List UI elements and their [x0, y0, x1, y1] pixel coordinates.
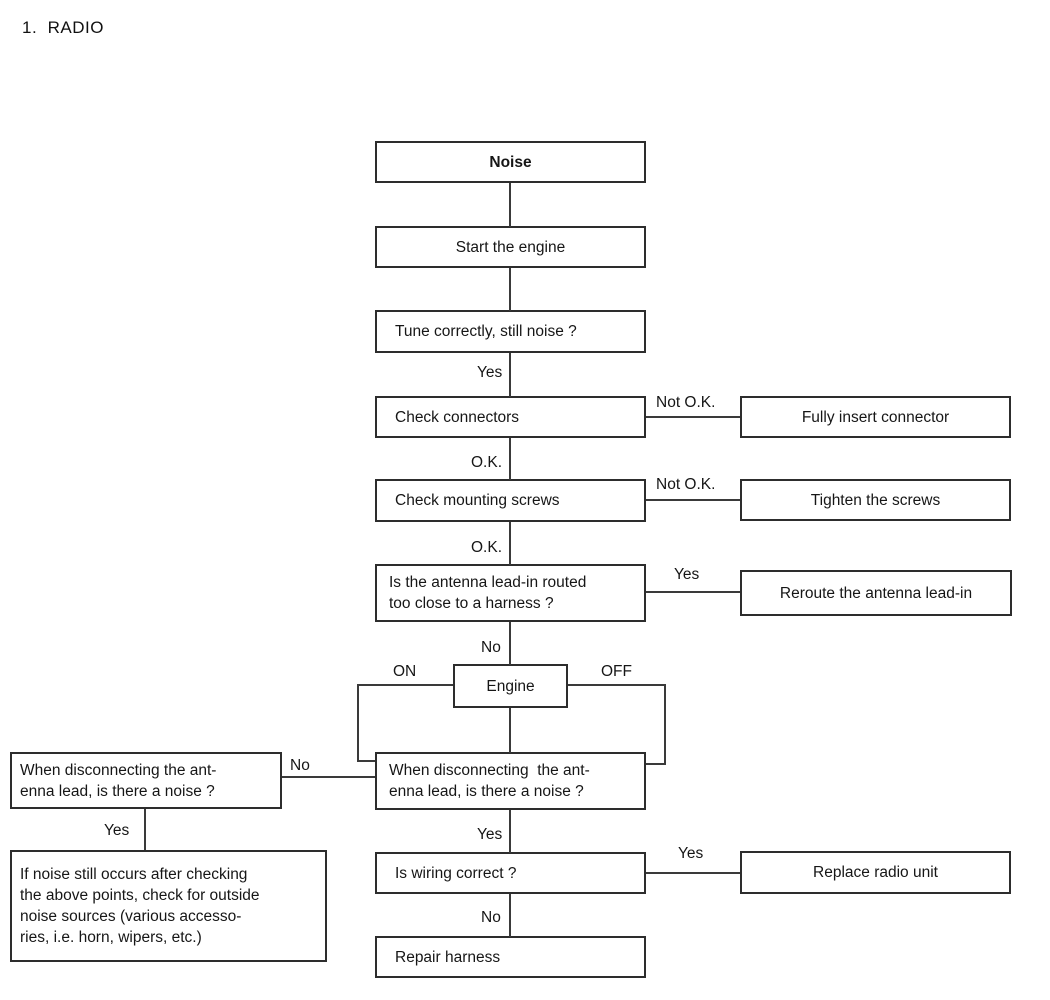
edge-mounting-tighten-line	[646, 499, 740, 501]
node-outside-noise-sources: If noise still occurs after checking the…	[10, 850, 327, 962]
edge-wiring-repair-line	[509, 894, 511, 937]
node-check-connectors: Check connectors	[375, 396, 646, 438]
edge-label-yes-disconnect-center: Yes	[477, 826, 503, 843]
edge-label-yes-wiring: Yes	[678, 845, 704, 862]
node-noise: Noise	[375, 141, 646, 183]
edge-label-engine-on: ON	[393, 663, 417, 680]
edge-disconnect-left-yes-line	[144, 809, 146, 850]
edge-engine-on-vertical-line	[357, 684, 359, 762]
node-disconnect-antenna-center: When disconnecting the ant- enna lead, i…	[375, 752, 646, 810]
edge-label-yes-tune: Yes	[477, 364, 503, 381]
edge-label-not-ok-connectors: Not O.K.	[656, 394, 716, 411]
edge-tune-connectors-line	[509, 353, 511, 397]
edge-start-tune-line	[509, 268, 511, 311]
edge-label-no-disconnect: No	[290, 757, 310, 774]
node-disconnect-antenna-left: When disconnecting the ant- enna lead, i…	[10, 752, 282, 809]
edge-disconnect-wiring-line	[509, 810, 511, 853]
edge-noise-start-line	[509, 183, 511, 227]
edge-antenna-engine-line	[509, 622, 511, 665]
edge-label-engine-off: OFF	[601, 663, 632, 680]
node-check-mounting-screws: Check mounting screws	[375, 479, 646, 522]
edge-label-yes-disconnect-left: Yes	[104, 822, 130, 839]
edge-engine-off-bottom-line	[646, 763, 666, 765]
edge-label-ok-connectors: O.K.	[471, 454, 503, 471]
edge-engine-on-top-line	[358, 684, 453, 686]
edge-label-no-antenna: No	[481, 639, 501, 656]
node-engine: Engine	[453, 664, 568, 708]
node-fully-insert-connector: Fully insert connector	[740, 396, 1011, 438]
edge-mounting-antenna-line	[509, 522, 511, 565]
node-antenna-lead-in-routed: Is the antenna lead-in routed too close …	[375, 564, 646, 622]
node-tune-correctly: Tune correctly, still noise ?	[375, 310, 646, 353]
edge-label-ok-mounting: O.K.	[471, 539, 503, 556]
edge-engine-on-bottom-line	[357, 760, 375, 762]
edge-label-yes-antenna: Yes	[674, 566, 700, 583]
edge-wiring-replace-line	[646, 872, 740, 874]
node-replace-radio-unit: Replace radio unit	[740, 851, 1011, 894]
edge-label-not-ok-mounting: Not O.K.	[656, 476, 716, 493]
edge-antenna-reroute-line	[646, 591, 740, 593]
node-is-wiring-correct: Is wiring correct ?	[375, 852, 646, 894]
node-reroute-antenna-lead-in: Reroute the antenna lead-in	[740, 570, 1012, 616]
node-tighten-screws: Tighten the screws	[740, 479, 1011, 521]
edge-engine-disconnect-line	[509, 708, 511, 753]
edge-connectors-insert-line	[646, 416, 740, 418]
edge-engine-off-top-line	[568, 684, 666, 686]
edge-disconnect-no-left-line	[282, 776, 375, 778]
edge-label-no-wiring: No	[481, 909, 501, 926]
node-repair-harness: Repair harness	[375, 936, 646, 978]
edge-connectors-mounting-line	[509, 438, 511, 480]
node-start-engine: Start the engine	[375, 226, 646, 268]
page-title: 1. RADIO	[22, 18, 104, 37]
edge-engine-off-vertical-line	[664, 684, 666, 765]
